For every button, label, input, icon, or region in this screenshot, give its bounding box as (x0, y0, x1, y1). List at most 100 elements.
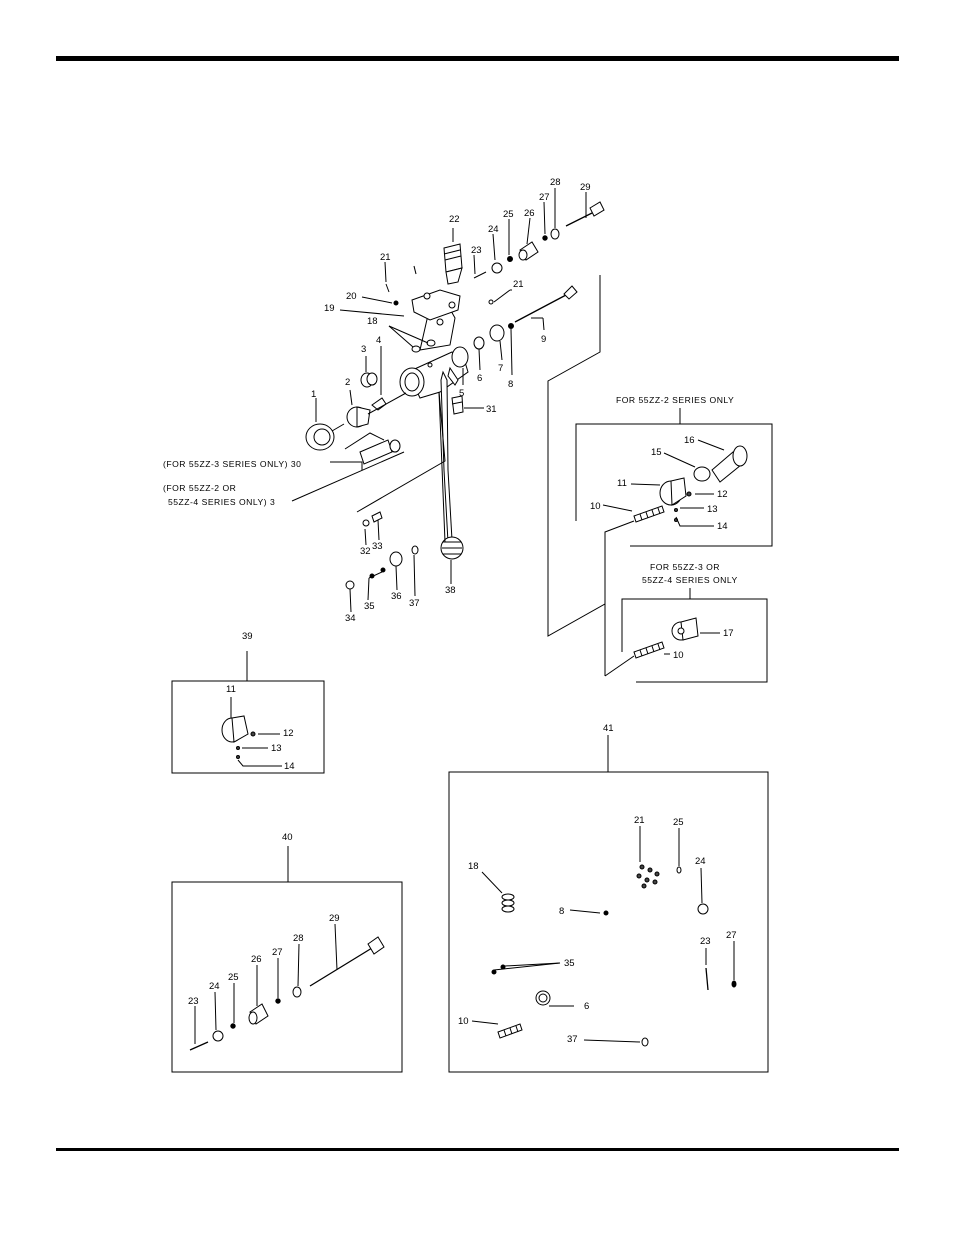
part-23-pin (473, 271, 487, 279)
label-part-3: 3 (361, 344, 366, 355)
spring-10-kit41 (497, 1023, 523, 1039)
part-13 (674, 508, 678, 512)
label-part-26: 26 (524, 208, 535, 219)
label-part-31: 31 (486, 404, 497, 415)
label-part-34: 34 (345, 613, 356, 624)
part-11-collar-kit39 (221, 715, 249, 743)
label-part-8: 8 (508, 379, 513, 390)
part-21-screws-kit41 (636, 864, 660, 889)
label-part-37: 37 (409, 598, 420, 609)
label-part-23: 23 (471, 245, 482, 256)
label-part-19: 19 (324, 303, 335, 314)
part-26-housing-kit40 (248, 1003, 269, 1025)
label-kit39-14: 14 (284, 761, 295, 772)
label-kit-41: 41 (603, 723, 614, 734)
kit-40 (171, 846, 403, 1073)
part-15 (693, 466, 711, 482)
label-kit40-25: 25 (228, 972, 239, 983)
top-rule (56, 56, 899, 61)
label-part-22: 22 (449, 214, 460, 225)
label-kit-39: 39 (242, 631, 253, 642)
part-18-ring-a (411, 345, 421, 353)
label-kit40-23: 23 (188, 996, 199, 1007)
part-18-rings-kit41 (501, 893, 515, 913)
part-36 (389, 551, 403, 567)
kit-39 (171, 651, 325, 774)
label-kit39-12: 12 (283, 728, 294, 739)
label-box2-15: 15 (651, 447, 662, 458)
box-55zz34-labels: 10 17 (673, 628, 734, 661)
label-kit41-35: 35 (564, 958, 575, 969)
part-21-screw-b (385, 283, 390, 293)
part-37 (411, 545, 419, 555)
label-kit41-24: 24 (695, 856, 706, 867)
label-kit39-11: 11 (226, 684, 236, 695)
part-27-dot (542, 235, 548, 241)
box-55zz34-title-line1: FOR 55ZZ-3 OR (650, 562, 720, 572)
box-55zz34-title-line2: 55ZZ-4 SERIES ONLY (642, 575, 738, 585)
part-21-screw-c (488, 299, 494, 305)
label-part-18: 18 (367, 316, 378, 327)
note-55zz3-part30: (FOR 55ZZ-3 SERIES ONLY) 30 (163, 459, 301, 469)
part-24-ball (491, 262, 503, 274)
label-part-21-right: 21 (513, 279, 524, 290)
label-kit41-18: 18 (468, 861, 479, 872)
label-part-25: 25 (503, 209, 514, 220)
label-part-28: 28 (550, 177, 561, 188)
kit-41 (448, 735, 769, 1073)
part-18-ring-b (426, 339, 436, 347)
label-part-32: 32 (360, 546, 371, 557)
part-26-housing (518, 241, 539, 261)
box-55zz2-labels: 10 11 12 13 14 15 16 (590, 435, 728, 532)
label-part-2: 2 (345, 377, 350, 388)
label-kit41-6: 6 (584, 1001, 589, 1012)
part-12 (686, 491, 692, 497)
kit-39-labels: 39 11 12 13 14 (226, 631, 295, 772)
part-30-fitting (359, 439, 401, 465)
label-box34-10: 10 (673, 650, 684, 661)
part-34 (345, 580, 355, 590)
routing-line-needle (547, 275, 606, 676)
label-part-9: 9 (541, 334, 546, 345)
label-part-35: 35 (364, 601, 375, 612)
part-9-needle (514, 285, 578, 323)
label-kit39-13: 13 (271, 743, 282, 754)
label-part-5: 5 (459, 388, 464, 399)
gun-body (399, 289, 469, 399)
label-kit40-26: 26 (251, 954, 262, 965)
part-28-nut (550, 228, 560, 240)
bottom-rule (56, 1148, 899, 1151)
label-part-27: 27 (539, 192, 550, 203)
label-kit40-28: 28 (293, 933, 304, 944)
label-kit41-27: 27 (726, 930, 737, 941)
label-box2-10: 10 (590, 501, 601, 512)
part-33 (371, 511, 383, 523)
label-part-20: 20 (346, 291, 357, 302)
box-55zz2-title: FOR 55ZZ-2 SERIES ONLY (616, 395, 734, 405)
main-part-labels: 1 2 3 4 5 6 7 8 9 18 19 20 21 21 22 23 2… (311, 177, 591, 624)
box-55zz2 (575, 408, 773, 604)
part-11-collar (659, 477, 687, 506)
label-part-21-left: 21 (380, 252, 391, 263)
main-assembly (305, 201, 605, 590)
kit-40-labels: 40 23 24 25 26 27 28 29 (188, 832, 340, 1007)
part-1-air-cap (305, 423, 335, 451)
label-kit41-8: 8 (559, 906, 564, 917)
label-kit41-23: 23 (700, 936, 711, 947)
label-kit40-29: 29 (329, 913, 340, 924)
box-55zz34 (604, 588, 768, 683)
part-3 (360, 372, 378, 388)
part-38-spring (440, 536, 464, 560)
part-8-dot (508, 323, 514, 329)
spring-10-a (633, 505, 665, 523)
part-17-knob (671, 617, 699, 641)
part-20-screw (393, 300, 399, 306)
label-kit41-21: 21 (634, 815, 645, 826)
part-7-ring (489, 324, 505, 342)
label-box2-14: 14 (717, 521, 728, 532)
kit-41-labels: 41 18 21 25 24 8 35 6 10 37 23 27 (458, 723, 737, 1045)
part-6-ring (473, 336, 485, 350)
note-55zz2-4-part3-line1: (FOR 55ZZ-2 OR (163, 483, 236, 493)
